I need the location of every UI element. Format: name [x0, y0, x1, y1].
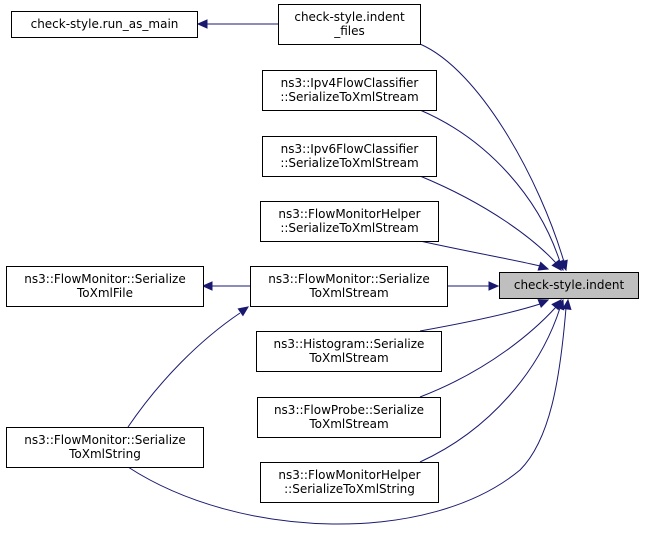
arrowhead-icon	[562, 298, 572, 311]
node-label-line: ToXmlStream	[308, 417, 388, 431]
edge-line	[419, 303, 541, 332]
node-box	[262, 136, 437, 177]
node-label-line: ToXmlStream	[308, 286, 388, 300]
node-run-as-main[interactable]: check-style.run_as_main	[11, 11, 198, 38]
edge-indent-to-ipv6_serialize	[419, 175, 562, 271]
edge-fm_serialize_stream-to-fm_serialize_file	[201, 281, 250, 291]
node-box	[6, 266, 204, 307]
node-box	[278, 4, 421, 45]
node-label-line: ::SerializeToXmlStream	[280, 221, 418, 235]
node-box	[257, 397, 441, 438]
node-fm-serialize-string[interactable]: ns3::FlowMonitor::SerializeToXmlString	[6, 427, 204, 468]
node-box	[262, 70, 437, 111]
edge-line	[127, 307, 567, 525]
nodes-layer: check-style.run_as_main check-style.inden…	[6, 4, 639, 503]
node-ipv4-serialize[interactable]: ns3::Ipv4FlowClassifier::SerializeToXmlS…	[262, 70, 437, 111]
node-box	[260, 462, 439, 503]
node-label-line: _files	[333, 24, 365, 38]
arrowhead-icon	[196, 19, 208, 29]
node-label-line: ns3::Ipv4FlowClassifier	[281, 76, 419, 90]
edge-line	[419, 306, 557, 398]
node-label-line: ToXmlString	[68, 447, 141, 461]
edge-indent-to-fmh_serialize_stream	[419, 240, 550, 271]
node-label-line: ToXmlStream	[308, 351, 388, 365]
arrowhead-icon	[201, 281, 213, 291]
node-indent-files[interactable]: check-style.indent_files	[278, 4, 421, 45]
node-label-line: ::SerializeToXmlStream	[280, 90, 418, 104]
arrowhead-icon	[537, 261, 550, 271]
arrowhead-icon	[237, 306, 250, 317]
edge-indent-to-fm_serialize_string	[127, 298, 572, 525]
edge-indent-to-fm_serialize_stream	[447, 281, 500, 291]
node-box	[11, 11, 198, 38]
edge-indent-to-indent_files	[419, 43, 568, 272]
edge-indent_files-to-run_as_main	[196, 19, 278, 29]
arrowhead-icon	[551, 259, 562, 271]
node-label-line: ::SerializeToXmlString	[284, 482, 415, 496]
node-box	[256, 331, 442, 372]
node-label-line: check-style.run_as_main	[31, 17, 179, 31]
node-label-line: ns3::FlowProbe::Serialize	[274, 403, 424, 417]
edges-layer	[127, 19, 572, 525]
edge-line	[419, 43, 565, 263]
arrowhead-icon	[555, 298, 565, 311]
edge-line	[127, 312, 241, 428]
node-label-line: ns3::FlowMonitor::Serialize	[24, 272, 185, 286]
edge-line	[419, 175, 557, 264]
edge-line	[419, 240, 541, 267]
node-probe-serialize[interactable]: ns3::FlowProbe::SerializeToXmlStream	[257, 397, 441, 438]
node-label-line: check-style.indent	[294, 10, 405, 24]
node-fmh-serialize-string[interactable]: ns3::FlowMonitorHelper::SerializeToXmlSt…	[260, 462, 439, 503]
node-fmh-serialize-stream[interactable]: ns3::FlowMonitorHelper::SerializeToXmlSt…	[260, 201, 439, 242]
node-label-line: ns3::FlowMonitorHelper	[278, 207, 420, 221]
node-box	[499, 272, 639, 299]
node-box	[260, 201, 439, 242]
node-indent: check-style.indent	[499, 272, 639, 299]
edge-fm_serialize_stream-to-fm_serialize_string	[127, 306, 250, 428]
node-fm-serialize-stream[interactable]: ns3::FlowMonitor::SerializeToXmlStream	[250, 266, 448, 307]
node-label-line: ns3::FlowMonitor::Serialize	[24, 433, 185, 447]
node-label-line: ::SerializeToXmlStream	[280, 156, 418, 170]
node-label-line: ns3::Histogram::Serialize	[274, 337, 425, 351]
arrowhead-icon	[537, 299, 550, 308]
node-label-line: ns3::FlowMonitorHelper	[278, 468, 420, 482]
node-histogram-serialize[interactable]: ns3::Histogram::SerializeToXmlStream	[256, 331, 442, 372]
node-label-line: ToXmlFile	[76, 286, 133, 300]
node-ipv6-serialize[interactable]: ns3::Ipv6FlowClassifier::SerializeToXmlS…	[262, 136, 437, 177]
node-box	[250, 266, 448, 307]
edge-line	[419, 307, 561, 463]
arrowhead-icon	[488, 281, 500, 291]
edge-line	[419, 109, 561, 263]
node-box	[6, 427, 204, 468]
node-label-line: ns3::FlowMonitor::Serialize	[268, 272, 429, 286]
node-label-line: ns3::Ipv6FlowClassifier	[281, 142, 419, 156]
node-label-line: check-style.indent	[514, 278, 625, 292]
edge-indent-to-histogram_serialize	[419, 299, 550, 332]
edge-indent-to-fmh_serialize_string	[419, 298, 565, 463]
